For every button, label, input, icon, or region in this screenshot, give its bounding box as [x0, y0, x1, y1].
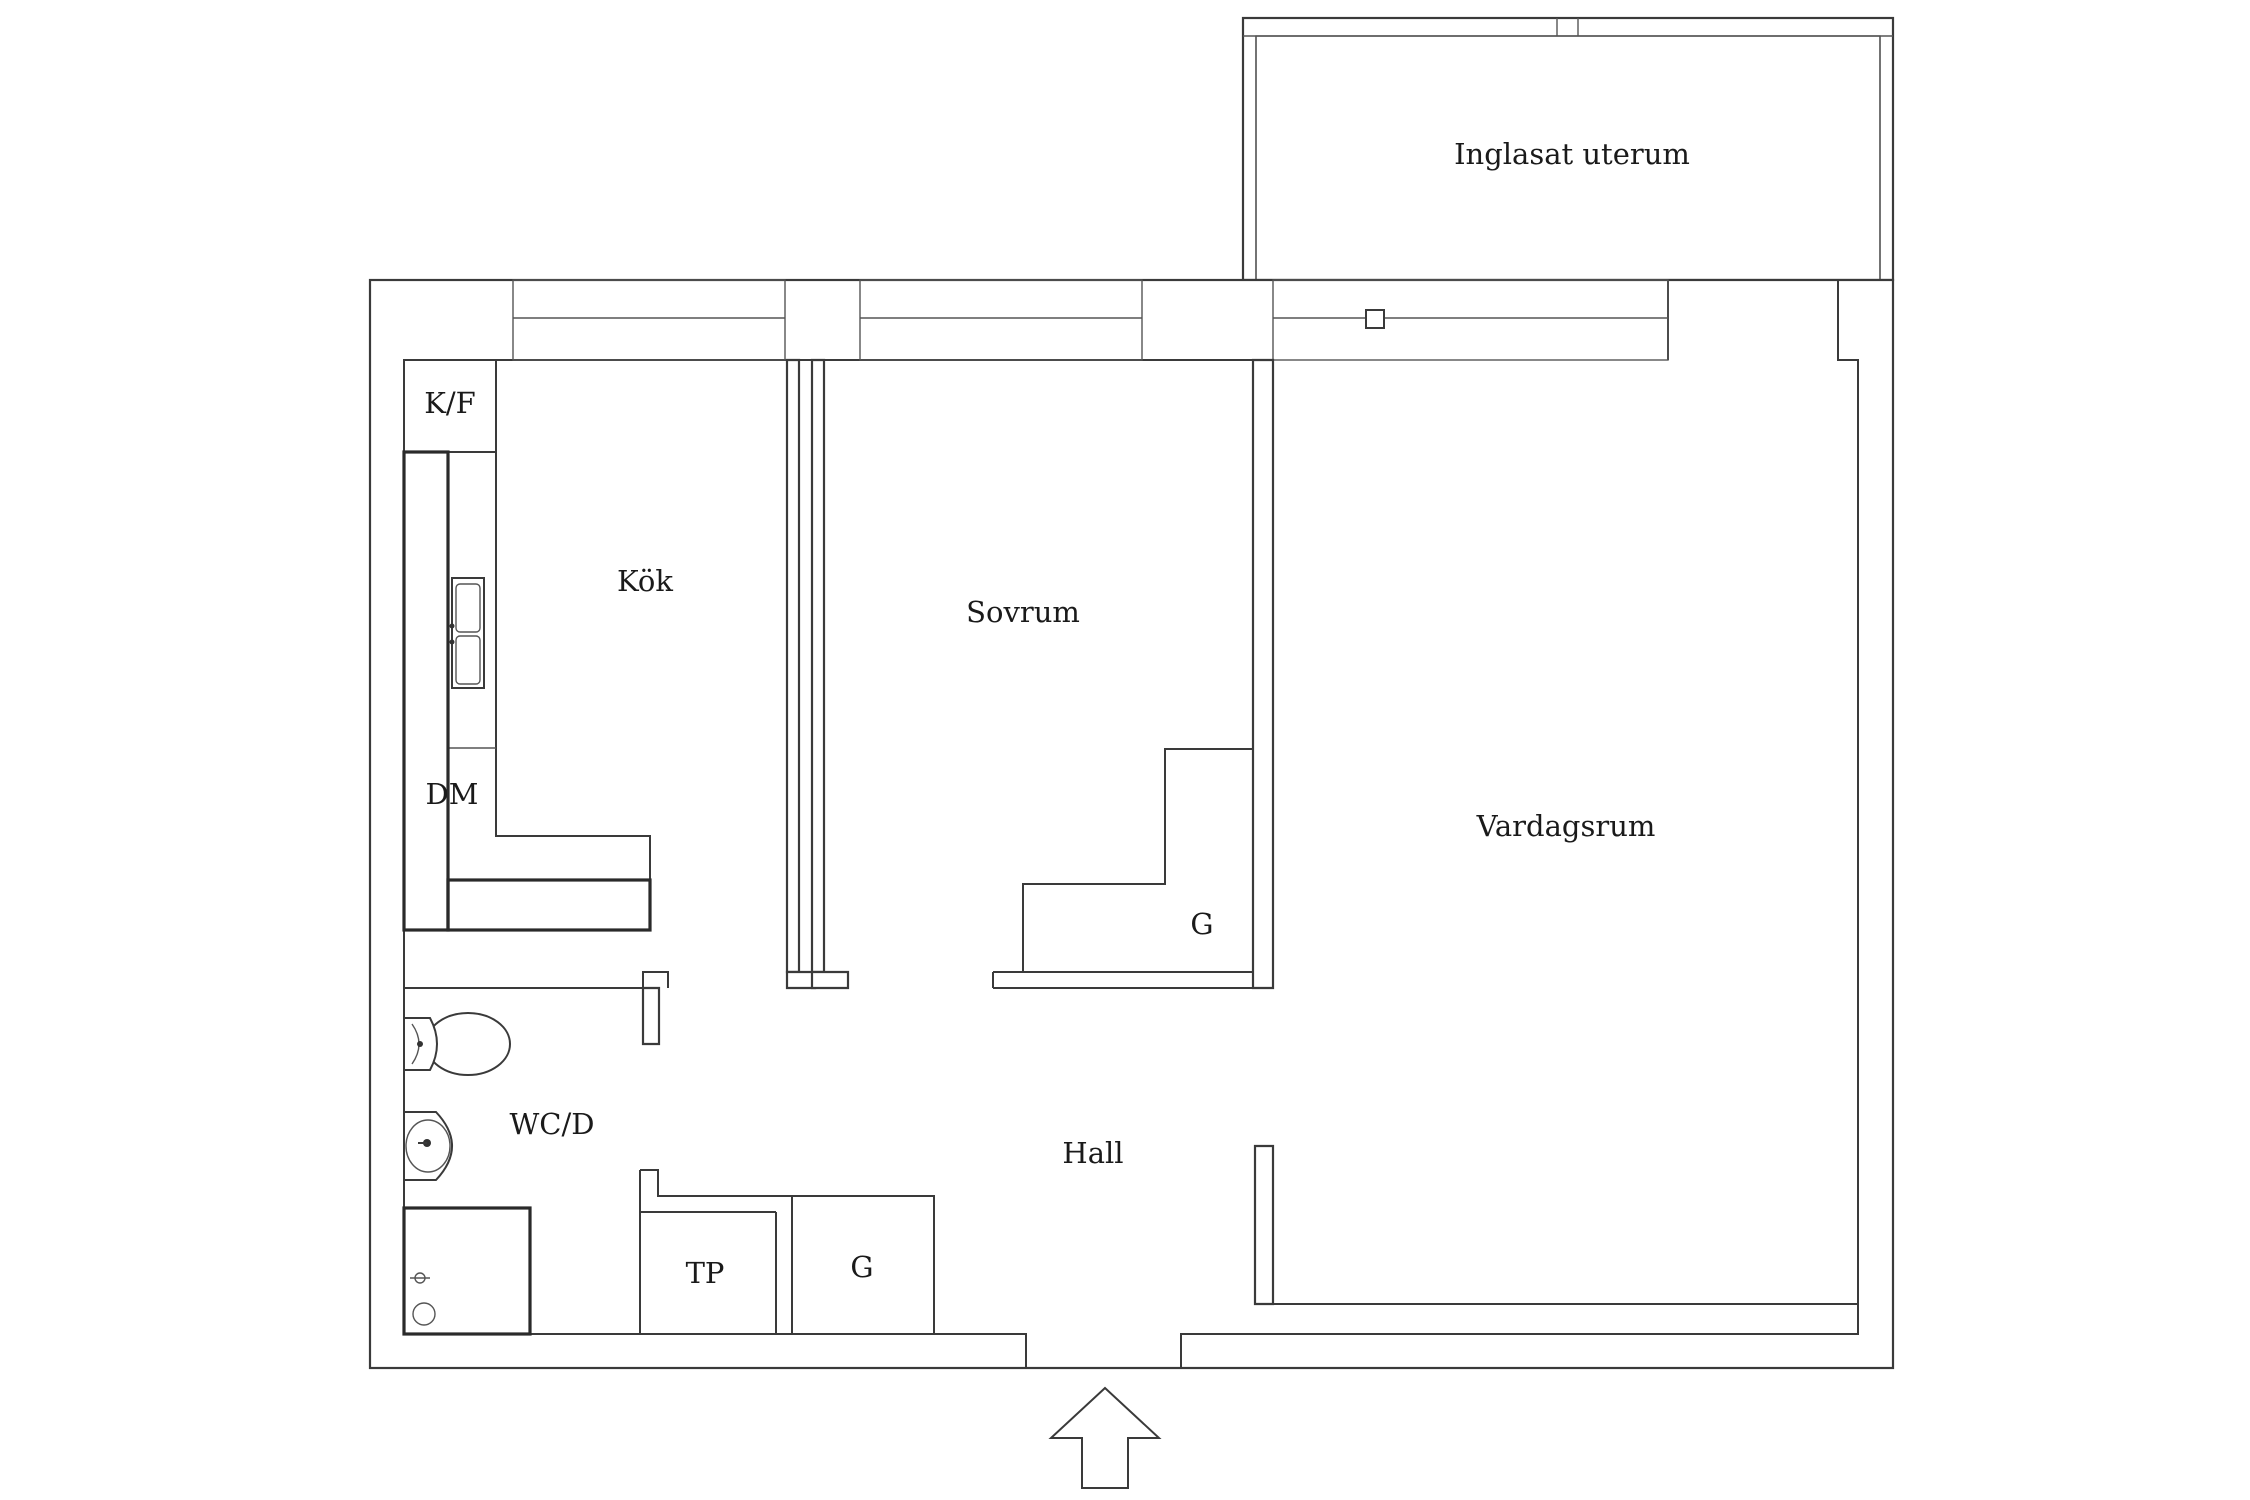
washbasin-icon [403, 1111, 453, 1181]
room-label-vardagsrum: Vardagsrum [1476, 809, 1656, 843]
fixture-label-dm: DM [426, 777, 479, 811]
entrance-arrow-icon [1048, 1386, 1162, 1489]
room-label-hall: Hall [1062, 1136, 1123, 1170]
room-label-kok: Kök [617, 564, 673, 598]
toilet-icon [403, 1012, 511, 1076]
room-label-sovrum: Sovrum [966, 595, 1080, 629]
apartment-walls [368, 278, 1895, 1370]
fixture-label-kf: K/F [424, 386, 476, 420]
shower-icon [402, 1206, 532, 1336]
room-label-uterum: Inglasat uterum [1454, 137, 1690, 171]
room-label-g-sovrum: G [1190, 907, 1213, 941]
room-label-tp: TP [686, 1256, 725, 1290]
room-label-g-hall: G [850, 1250, 873, 1284]
room-label-wcd: WC/D [509, 1107, 594, 1141]
sunroom-structure [1241, 16, 1895, 282]
kitchen-counters [402, 359, 652, 932]
kitchen-sink-icon [449, 577, 485, 689]
